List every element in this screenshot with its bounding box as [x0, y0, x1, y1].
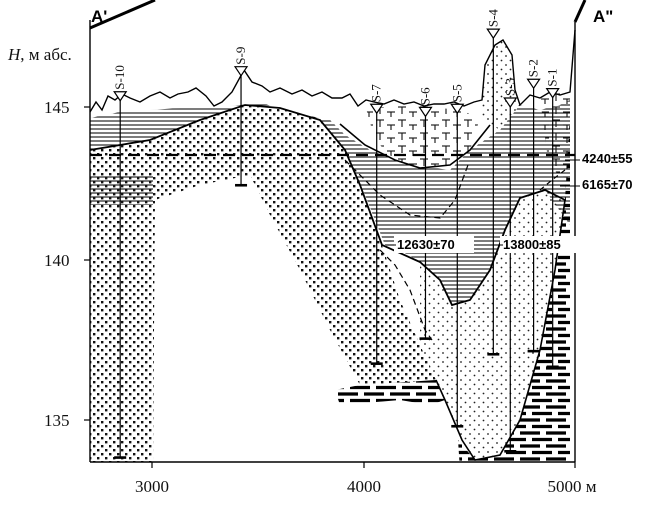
- date-bg-3: [394, 236, 474, 253]
- borehole-s-7: S-7: [369, 84, 384, 365]
- channel-sand: [420, 190, 565, 460]
- borehole-label: S-2: [526, 59, 541, 77]
- borehole-s-6: S-6: [417, 87, 433, 340]
- borehole-s-1: S-1: [545, 69, 560, 369]
- y-axis-title: H, м абс.: [7, 45, 72, 64]
- borehole-s-10: S-10: [112, 65, 128, 459]
- axes: 145 140 135 3000 4000 5000 м H, м абс.: [7, 20, 597, 496]
- date-label-4: 13800±85: [503, 237, 561, 252]
- y-tick-label-145: 145: [44, 98, 70, 117]
- borehole-head-triangle-icon: [545, 88, 560, 99]
- x-tick-label-4000: 4000: [347, 477, 381, 496]
- date-label-1: 4240±55: [582, 151, 633, 166]
- y-tick-label-140: 140: [44, 251, 70, 270]
- x-tick-label-3000: 3000: [135, 477, 169, 496]
- borehole-s-2: S-2: [526, 59, 541, 353]
- borehole-s-3: S-3: [502, 78, 518, 453]
- y-axis-title-symbol: H: [7, 45, 22, 64]
- borehole-label: S-1: [545, 69, 560, 87]
- borehole-head-triangle-icon: [369, 103, 384, 115]
- lens-boundary-line: [339, 123, 491, 169]
- date-bg-4: [500, 236, 584, 253]
- borehole-label: S-3: [502, 78, 517, 96]
- date-bg-1: [579, 150, 661, 167]
- section-label-end: A": [593, 7, 613, 26]
- hatched-band-left: [90, 175, 153, 205]
- borehole-label: S-6: [417, 87, 432, 106]
- peat-lens-right: [540, 92, 570, 180]
- section-line-a-double-prime: [573, 0, 587, 23]
- borehole-head-triangle-icon: [486, 28, 501, 40]
- borehole-s-9: S-9: [233, 47, 249, 187]
- x-tick-label-5000: 5000 м: [547, 477, 596, 496]
- y-tick-label-135: 135: [44, 411, 70, 430]
- loam-layer: [90, 100, 570, 305]
- borehole-s-4: S-4: [485, 9, 501, 356]
- borehole-label: S-10: [112, 65, 127, 90]
- borehole-head-triangle-icon: [450, 103, 465, 115]
- date-bg-2: [579, 176, 661, 193]
- ground-surface-line: [89, 29, 576, 113]
- date-label-2: 6165±70: [582, 177, 633, 192]
- sand-boundary-line: [89, 104, 566, 307]
- y-axis-title-unit: , м абс.: [20, 45, 72, 64]
- sand-layer-left: [90, 105, 436, 462]
- section-line-a-prime: [89, 0, 156, 30]
- borehole-label: S-4: [485, 9, 500, 28]
- clay-layer-right: [458, 115, 570, 462]
- section-label-start: A': [91, 7, 107, 26]
- borehole-label: S-9: [233, 47, 248, 65]
- borehole-head-triangle-icon: [503, 97, 518, 109]
- borehole-s-5: S-5: [449, 84, 465, 428]
- channel-outline: [435, 199, 566, 461]
- borehole-head-triangle-icon: [233, 66, 249, 77]
- borehole-head-triangle-icon: [526, 78, 541, 90]
- borehole-head-triangle-icon: [113, 91, 128, 102]
- borehole-label: S-5: [449, 84, 464, 102]
- boreholes: S-10 S-9S-7 S-6 S-5 S-4S-3 S-2S-1: [112, 9, 560, 459]
- dashed-boundary-2: [379, 249, 433, 341]
- peat-lens: [365, 104, 480, 168]
- radiocarbon-dates: 4240±55 6165±70 12630±70 13800±85: [386, 150, 661, 253]
- borehole-head-triangle-icon: [418, 106, 433, 118]
- date-label-3: 12630±70: [397, 237, 455, 252]
- borehole-label: S-7: [369, 84, 384, 103]
- clay-layer-left: [335, 380, 445, 405]
